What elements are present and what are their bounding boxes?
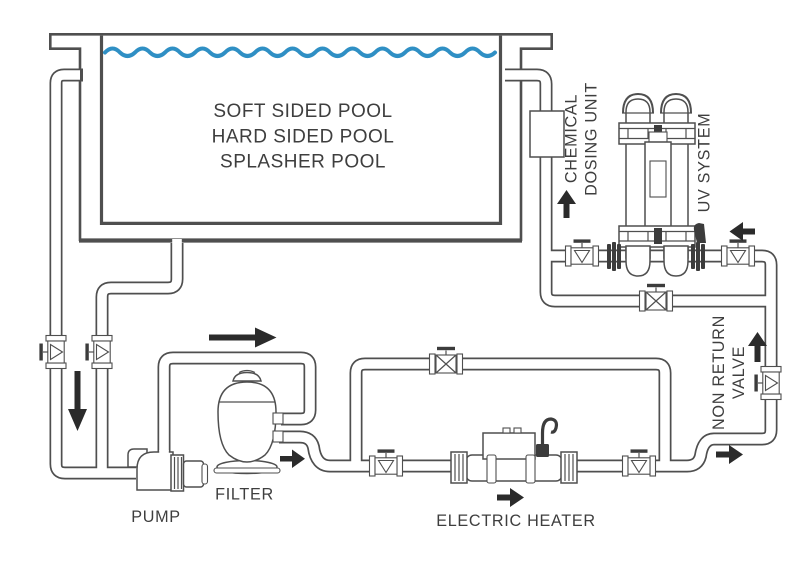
arrow-left-uv-inlet: [729, 222, 755, 241]
heater-union-left-ribs: [454, 454, 464, 481]
pipe-uv-bypass-return-bore: [503, 70, 772, 306]
filter: [213, 369, 284, 475]
uv-bottom-dome-right: [663, 245, 689, 277]
heater-strap-left: [486, 454, 497, 484]
uv-bottom-dome-left: [625, 245, 651, 277]
valve-uv-inlet: [720, 238, 756, 267]
pool-inner-basin: [99, 35, 503, 225]
filter-foot: [213, 467, 281, 474]
non-return-valve-label-line1: NON RETURN: [710, 315, 728, 430]
uv-inlet-fitting: [607, 242, 621, 271]
pump: [127, 448, 209, 492]
pipe-network: [49, 68, 778, 480]
valve-uv-outlet: [564, 238, 600, 267]
uv-fitting-bar: [612, 242, 616, 271]
chemical-dosing-unit-box: [529, 110, 565, 158]
arrow-down-pool-outlet: [68, 371, 87, 431]
filter-label: FILTER: [215, 486, 274, 504]
pool-label-line3: SPLASHER POOL: [220, 152, 386, 173]
arrow-right-heater-outlet: [497, 488, 524, 507]
uv-bottom-connector: [654, 228, 662, 244]
pump-motor-endcap: [201, 463, 209, 485]
pipe-filter-to-heater-bore: [281, 432, 458, 471]
uv-fitting-bar: [607, 244, 611, 269]
arrow-right-filter-outlet: [280, 449, 305, 468]
pump-label: PUMP: [131, 508, 181, 526]
uv-system-label: UV SYSTEM: [696, 113, 714, 213]
arrow-right-pump-to-filter: [209, 327, 277, 348]
filter-lid: [232, 371, 262, 382]
uv-display-window: [649, 160, 667, 198]
heater-strap-right: [525, 454, 536, 484]
non-return-valve: [753, 365, 782, 401]
electric-heater-label: ELECTRIC HEATER: [436, 512, 596, 530]
filter-outlet-port: [272, 430, 284, 443]
labels: SOFT SIDED POOL HARD SIDED POOL SPLASHER…: [131, 82, 748, 530]
valve-heater-bypass: [428, 346, 464, 375]
uv-outlet-fitting: [691, 223, 706, 271]
uv-dome-clamps: [622, 92, 692, 114]
pool-label-line1: SOFT SIDED POOL: [213, 101, 392, 122]
heater-union-right-ribs: [564, 454, 574, 481]
valve-heater-outlet: [621, 448, 657, 477]
heater-cable-gland: [536, 444, 549, 457]
pool: [49, 33, 553, 243]
pipe-heater-bypass-bore: [351, 359, 670, 468]
uv-fitting-bar: [691, 244, 695, 269]
filter-inlet-port: [272, 412, 284, 425]
uv-fitting-bar: [701, 244, 705, 269]
pipe-heater-to-uv-bore: [546, 251, 776, 471]
arrow-right-to-riser: [716, 445, 743, 464]
heater-knob-2: [513, 427, 522, 434]
heater-cable: [540, 417, 559, 444]
uv-neck-top: [648, 131, 668, 143]
heater-knob-1: [502, 427, 511, 434]
flow-arrows: [68, 190, 767, 507]
pump-discharge-joint: [159, 450, 169, 455]
chemical-dosing-label-line2: DOSING UNIT: [583, 82, 601, 196]
pipe-pump-discharge-bore: [159, 353, 315, 455]
valve-uv-bypass: [638, 283, 674, 312]
electric-heater: [450, 417, 578, 484]
valve-heater-inlet: [368, 448, 404, 477]
arrow-up-return-to-pool: [557, 190, 576, 218]
pipe-skimmer-bore: [51, 70, 138, 478]
arrow-up-riser: [748, 332, 767, 362]
chemical-dosing-label-line1: CHEMICAL: [563, 94, 581, 183]
filter-tank: [217, 381, 277, 463]
valve-skimmer-line: [38, 334, 67, 370]
pump-volute: [136, 451, 174, 491]
pool-label-line2: HARD SIDED POOL: [212, 127, 395, 148]
uv-fitting-bar: [696, 242, 700, 271]
valve-drain-line: [84, 334, 113, 370]
uv-fitting-bar: [617, 244, 621, 269]
pipe-drain-bore: [97, 239, 182, 473]
non-return-valve-label-line2: VALVE: [730, 346, 748, 399]
filter-lid-knob: [238, 369, 256, 374]
water-surface: [103, 46, 497, 58]
uv-system: [607, 92, 706, 277]
uv-fitting-lever: [693, 223, 706, 243]
pump-union-ribs: [173, 457, 183, 489]
pump-motor: [182, 460, 205, 488]
